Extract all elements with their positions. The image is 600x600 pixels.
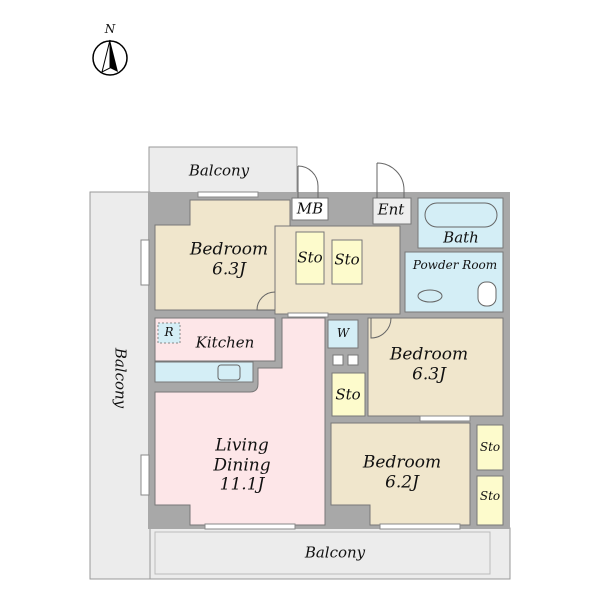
entrance-label: Ent [377, 200, 405, 219]
meter-box-label: MB [296, 199, 324, 218]
kitchen-counter [154, 361, 254, 383]
room-bedroom-north [154, 199, 291, 311]
balcony-bottom-label: Balcony [304, 543, 366, 562]
balcony-left-label: Balcony [111, 347, 130, 409]
balcony-top-label: Balcony [188, 161, 250, 180]
powder-room-label: Powder Room [412, 258, 498, 273]
room-living-dining [154, 317, 326, 526]
storage-5 [476, 475, 504, 526]
balcony-left [89, 191, 151, 580]
storage-1 [295, 231, 325, 285]
bathtub-icon [424, 202, 498, 228]
sink-icon [417, 289, 443, 303]
room-bedroom-south [330, 422, 471, 526]
storage-2 [331, 239, 363, 285]
washer-label: W [336, 326, 350, 341]
balcony-top [148, 146, 298, 195]
storage-2-label: Sto [334, 250, 360, 269]
storage-3-label: Sto [335, 385, 361, 404]
room-bedroom-east [367, 317, 504, 417]
fridge-label: R [164, 325, 174, 340]
kitchen-label: Kitchen [195, 333, 255, 352]
storage-1-label: Sto [297, 248, 323, 267]
toilet-icon [477, 281, 497, 307]
doors [256, 162, 405, 339]
washer-space [327, 319, 359, 349]
storage-4-label: Sto [479, 440, 501, 455]
compass-label: N [104, 22, 116, 37]
bath-label: Bath [443, 228, 479, 247]
north-arrow-icon [92, 39, 128, 76]
storage-4 [476, 424, 504, 471]
fridge-space [157, 322, 181, 344]
meter-box [291, 197, 329, 221]
storage-5-label: Sto [479, 489, 501, 504]
windows [140, 191, 471, 530]
storage-3 [331, 372, 366, 417]
entrance [372, 197, 412, 225]
kitchen-sink-icon [217, 364, 241, 381]
